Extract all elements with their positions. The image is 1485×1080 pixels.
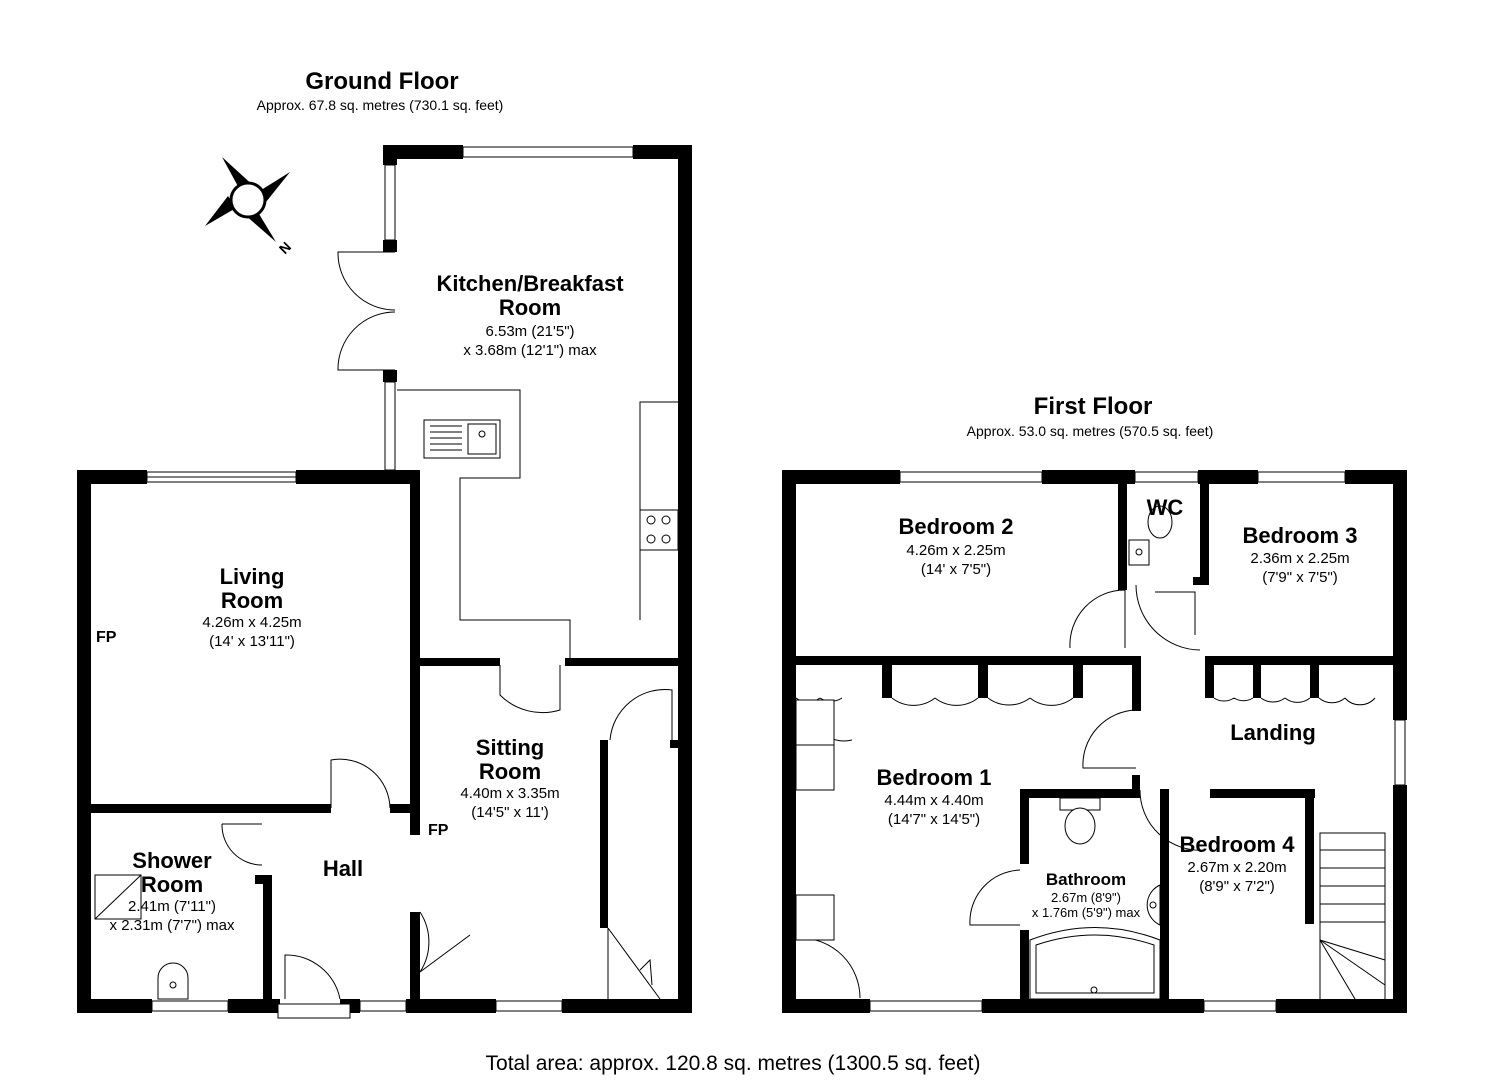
- bathroom-name: Bathroom: [1046, 870, 1126, 889]
- shower-room-fittings: [94, 874, 189, 1000]
- first-floor-area: Approx. 53.0 sq. metres (570.5 sq. feet): [967, 423, 1214, 439]
- sitting-dim1: 4.40m x 3.35m: [460, 785, 559, 802]
- living-dim1: 4.26m x 4.25m: [202, 614, 301, 631]
- first-floor-stairs: [1319, 832, 1386, 1000]
- bedroom1-dim1: 4.44m x 4.40m: [884, 792, 983, 809]
- sitting-dim2: (14'5" x 11'): [471, 804, 548, 821]
- compass-north-label: N: [276, 238, 294, 256]
- bathroom-basin-icon: [1146, 884, 1161, 926]
- living-fireplace-label: FP: [96, 629, 117, 646]
- ground-floor-area: Approx. 67.8 sq. metres (730.1 sq. feet): [257, 97, 504, 113]
- bedroom4-dim2: (8'9" x 7'2"): [1199, 878, 1275, 895]
- living-dim2: (14' x 13'11"): [209, 633, 295, 650]
- bedroom2-dim1: 4.26m x 2.25m: [906, 542, 1005, 559]
- kitchen-dim1: 6.53m (21'5"): [485, 323, 574, 340]
- bedroom2-name: Bedroom 2: [899, 514, 1014, 539]
- wc-name: WC: [1147, 495, 1184, 520]
- hob-icon: [639, 509, 679, 551]
- kitchen-name-line2: Room: [499, 295, 561, 320]
- sink-drainer-lines: [430, 425, 462, 451]
- sitting-name-line1: Sitting: [476, 735, 544, 760]
- living-name-line1: Living: [220, 564, 285, 589]
- bedroom2-dim2: (14' x 7'5"): [921, 561, 991, 578]
- first-floor-doors: [795, 584, 1376, 999]
- bathroom-toilet-icon: [1064, 807, 1096, 845]
- bedroom4-name: Bedroom 4: [1180, 832, 1296, 857]
- bedroom3-dim1: 2.36m x 2.25m: [1250, 550, 1349, 567]
- bedroom4-dim1: 2.67m x 2.20m: [1187, 859, 1286, 876]
- bathroom-dim2: x 1.76m (5'9") max: [1032, 905, 1141, 920]
- hall-name: Hall: [323, 856, 363, 881]
- kitchen-fittings: [397, 389, 679, 660]
- living-name-line2: Room: [221, 588, 283, 613]
- shower-name-line1: Shower: [132, 848, 212, 873]
- bath-tub-icon: [1029, 927, 1161, 1000]
- bedroom3-name: Bedroom 3: [1243, 523, 1358, 548]
- ground-floor-doors: [221, 251, 673, 1019]
- kitchen-dim2: x 3.68m (12'1") max: [463, 342, 597, 359]
- sitting-fireplace-label: FP: [428, 822, 449, 839]
- ground-floor-walls: [77, 145, 692, 1013]
- bedroom1-dim2: (14'7" x 14'5"): [888, 811, 980, 828]
- bedroom3-dim2: (7'9" x 7'5"): [1262, 569, 1338, 586]
- shower-dim2: x 2.31m (7'7") max: [110, 917, 235, 934]
- first-floor-title: First Floor: [1034, 393, 1153, 420]
- kitchen-name-line1: Kitchen/Breakfast: [436, 271, 624, 296]
- total-area: Total area: approx. 120.8 sq. metres (13…: [486, 1052, 981, 1075]
- first-floor-walls: [782, 470, 1407, 1013]
- shower-name-line2: Room: [141, 872, 203, 897]
- first-floor-fittings: [795, 505, 1173, 1000]
- landing-name: Landing: [1230, 720, 1316, 745]
- ground-floor-title: Ground Floor: [305, 68, 458, 95]
- bedroom1-name: Bedroom 1: [877, 765, 992, 790]
- first-floor-windows: [869, 471, 1406, 1012]
- sitting-name-line2: Room: [479, 759, 541, 784]
- wc-toilet-icon: [1147, 505, 1173, 539]
- bathroom-dim1: 2.67m (8'9"): [1051, 890, 1121, 905]
- ground-stairs: [607, 927, 661, 1000]
- shower-dim1: 2.41m (7'11"): [128, 898, 216, 915]
- compass-icon: N: [205, 157, 294, 257]
- basin-icon: [157, 962, 189, 1000]
- wc-basin-icon: [1128, 539, 1150, 566]
- ground-floor-windows: [146, 146, 634, 1012]
